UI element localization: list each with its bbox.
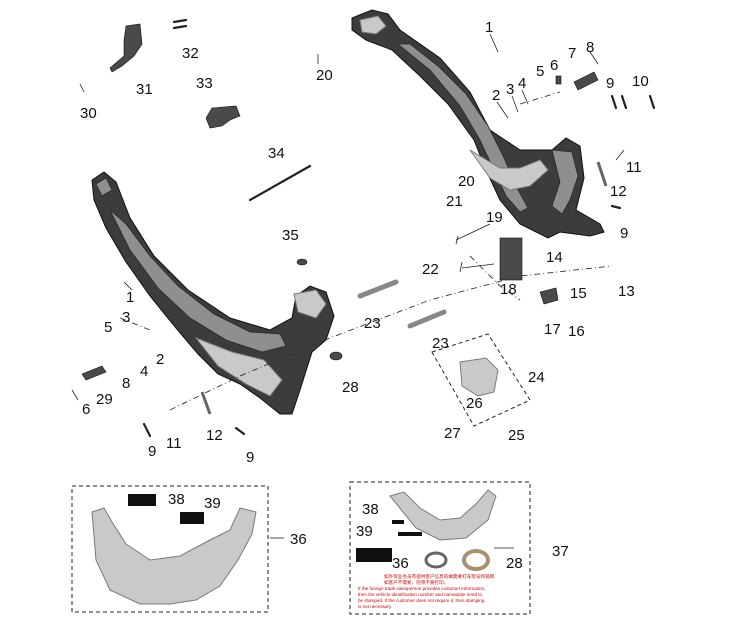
lower-left-frame <box>91 171 335 415</box>
warning-line-4: then the vehicle identification number a… <box>358 592 483 597</box>
warning-note: 如外贸业务员有提供客户信息的做需要打车架号和铭牌, 如客户不需要，则须不要打印。… <box>358 573 496 609</box>
callout-34: 34 <box>268 145 285 162</box>
callout-9-lower-a: 9 <box>148 443 156 460</box>
nameplate <box>356 548 392 562</box>
callout-39-box37: 39 <box>356 523 373 540</box>
callout-23-b: 23 <box>432 335 449 352</box>
callout-9-b: 9 <box>620 225 628 242</box>
callout-39-box: 39 <box>204 495 221 512</box>
callout-38-box37: 38 <box>362 501 379 518</box>
callout-35: 35 <box>282 227 299 244</box>
callout-15: 15 <box>570 285 587 302</box>
group-box-36 <box>71 485 269 613</box>
loose-parts <box>81 18 656 438</box>
callout-38-box: 38 <box>168 491 185 508</box>
warning-line-2: 如客户不需要，则须不要打印。 <box>384 579 448 586</box>
callout-25: 25 <box>508 427 525 444</box>
callout-6-lower: 6 <box>82 401 90 418</box>
callout-14: 14 <box>546 249 563 266</box>
callout-9: 9 <box>606 75 614 92</box>
callout-36-box: 36 <box>290 531 307 548</box>
callout-33: 33 <box>196 75 213 92</box>
callout-30: 30 <box>80 105 97 122</box>
callout-8-lower: 8 <box>122 375 130 392</box>
callout-9-lower-b: 9 <box>246 449 254 466</box>
callout-1-lower: 1 <box>126 289 134 306</box>
callout-18: 18 <box>500 281 517 298</box>
callout-12-lower: 12 <box>206 427 223 444</box>
callout-8: 8 <box>586 39 594 56</box>
group-box-37 <box>349 481 531 615</box>
callout-3-lower: 3 <box>122 309 130 326</box>
callout-19: 19 <box>486 209 503 226</box>
callout-36-box37: 36 <box>392 555 409 572</box>
box-37-items <box>356 489 497 571</box>
callout-3: 3 <box>506 81 514 98</box>
label-sticker-38 <box>128 494 156 506</box>
warning-line-1: 如外贸业务员有提供客户信息的做需要打车架号和铭牌, <box>384 573 496 580</box>
callout-11-lower: 11 <box>166 435 182 452</box>
callout-20-lower: 20 <box>316 67 333 84</box>
callout-6: 6 <box>550 57 558 74</box>
callout-29: 29 <box>96 391 113 408</box>
callout-17: 17 <box>544 321 561 338</box>
callout-4-lower: 4 <box>140 363 148 380</box>
callout-27: 27 <box>444 425 461 442</box>
callout-32: 32 <box>182 45 199 62</box>
callout-10: 10 <box>632 73 649 90</box>
warning-line-5: be stamped. If the customer does not req… <box>358 598 485 603</box>
box-36-frame <box>91 494 257 605</box>
callout-28-box37: 28 <box>506 555 523 572</box>
callout-20-upper: 20 <box>458 173 475 190</box>
warning-line-3: If the foreign trade salesperson provide… <box>358 586 485 591</box>
ring-28 <box>462 549 490 571</box>
label-sticker-39 <box>180 512 204 524</box>
callout-28: 28 <box>342 379 359 396</box>
callout-16: 16 <box>568 323 585 340</box>
callout-2: 2 <box>492 87 500 104</box>
callout-12: 12 <box>610 183 627 200</box>
callout-1: 1 <box>485 19 493 36</box>
callout-23-a: 23 <box>364 315 381 332</box>
callout-24: 24 <box>528 369 545 386</box>
callout-21: 21 <box>446 193 463 210</box>
callout-22: 22 <box>422 261 439 278</box>
callout-4: 4 <box>518 75 526 92</box>
callout-26: 26 <box>466 395 483 412</box>
callout-31: 31 <box>136 81 153 98</box>
callout-5: 5 <box>536 63 544 80</box>
callout-11: 11 <box>626 159 642 176</box>
callout-5-lower: 5 <box>104 319 112 336</box>
callout-7: 7 <box>568 45 576 62</box>
callout-2-lower: 2 <box>156 351 164 368</box>
ring-36 <box>424 551 448 569</box>
leader-lines <box>71 33 625 549</box>
callout-13: 13 <box>618 283 635 300</box>
alignment-lines <box>119 91 613 411</box>
callout-numbers: 1 2 3 4 5 6 7 8 9 10 11 12 9 13 14 15 16… <box>80 19 649 572</box>
callout-37: 37 <box>552 543 569 560</box>
warning-line-6: is not necessary. <box>358 604 392 609</box>
upper-right-frame <box>351 9 605 239</box>
